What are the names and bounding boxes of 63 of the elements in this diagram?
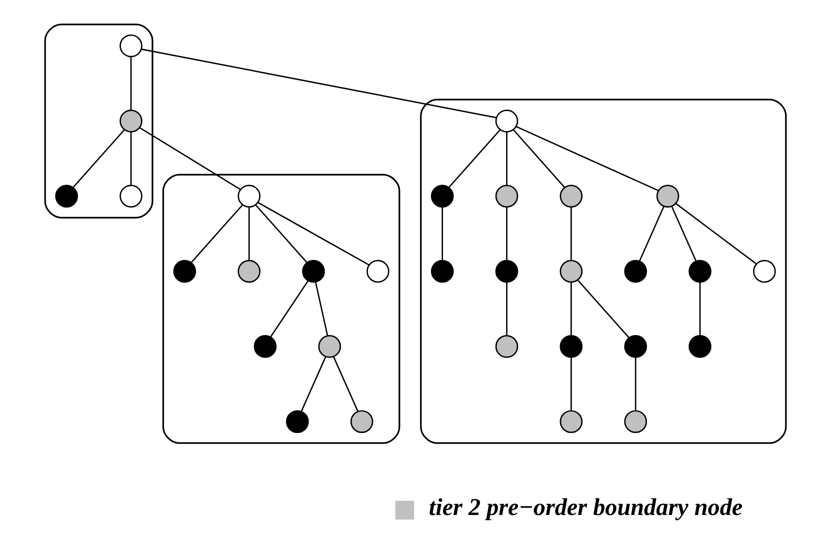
node-circle: [559, 184, 582, 208]
node-circle: [119, 184, 142, 208]
node-circle: [624, 335, 646, 358]
node-circle: [559, 260, 582, 283]
node-circle: [237, 260, 260, 283]
connector: [72, 130, 124, 188]
connector: [448, 130, 500, 188]
node-circle: [366, 260, 389, 283]
connector: [254, 204, 307, 263]
node-circle: [494, 110, 518, 132]
node-circle: [350, 410, 373, 434]
node-circle: [624, 260, 646, 283]
node-circle: [286, 410, 308, 434]
connector: [506, 132, 507, 186]
connector: [570, 206, 572, 260]
connector: [634, 357, 636, 411]
node-circle: [494, 335, 518, 358]
node-circle: [54, 184, 78, 208]
node-circle: [302, 260, 324, 283]
node-circle: [494, 260, 518, 283]
node-circle: [688, 335, 711, 358]
connector: [506, 282, 507, 336]
connector: [506, 206, 507, 260]
connector: [139, 127, 240, 190]
node-circle: [172, 260, 196, 283]
connector: [512, 130, 565, 188]
node-circle: [752, 260, 776, 283]
node-circle: [253, 335, 276, 358]
connector: [441, 206, 442, 260]
connector: [516, 126, 658, 192]
connector: [130, 132, 132, 186]
node-circle: [559, 335, 582, 358]
node-circle: [656, 184, 679, 208]
node-circle: [430, 184, 454, 208]
node-circle: [430, 260, 454, 283]
connector: [300, 356, 326, 412]
node-circle: [559, 410, 582, 434]
node-circle: [624, 410, 646, 434]
node-circle: [318, 335, 341, 358]
connector: [314, 282, 328, 336]
connector: [270, 280, 308, 338]
node-circle: [119, 34, 142, 58]
connector: [570, 357, 572, 411]
connector: [332, 356, 358, 412]
legend-label: tier 2 pre−order boundary node: [428, 494, 742, 521]
node-circle: [494, 184, 518, 208]
node-circle: [119, 110, 142, 132]
connector: [190, 204, 242, 263]
cluster: [44, 24, 153, 218]
connector: [248, 206, 250, 260]
connector: [670, 206, 696, 262]
cluster: [420, 98, 786, 444]
node-circle: [688, 260, 711, 283]
connector: [257, 202, 369, 266]
connector: [130, 56, 132, 110]
node-circle: [237, 184, 260, 208]
connector: [698, 282, 700, 336]
connector: [638, 206, 664, 262]
cluster: [162, 174, 400, 444]
connector: [577, 280, 629, 338]
connector: [675, 203, 756, 264]
connector: [570, 282, 572, 336]
connector: [140, 48, 496, 118]
